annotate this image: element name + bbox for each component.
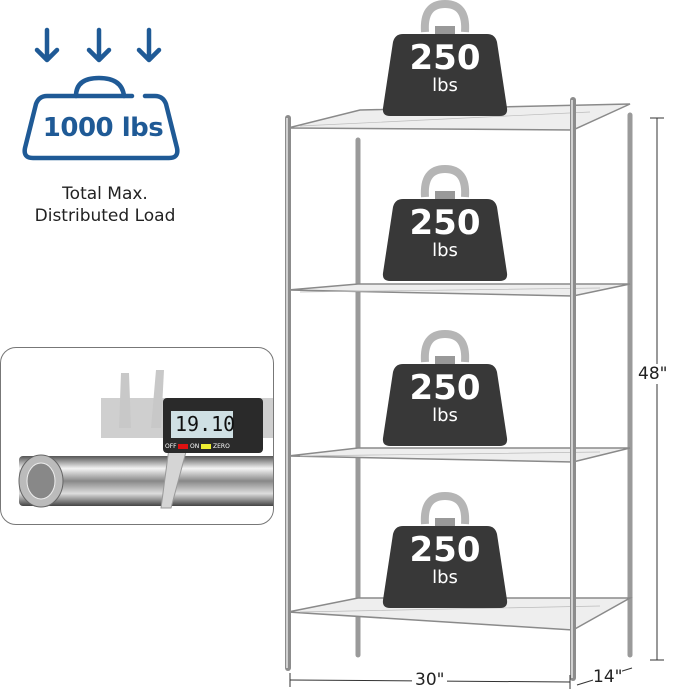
weight-1-icon: [382, 0, 508, 116]
width-dimension: 30": [412, 670, 448, 690]
load-caption-line2: Distributed Load: [34, 206, 176, 226]
weight-value: 250: [409, 38, 481, 78]
shelf-3: [287, 447, 631, 463]
weight-unit: lbs: [432, 567, 458, 588]
tube: [19, 456, 273, 506]
weight-value: 250: [409, 368, 481, 408]
weight-value: 250: [409, 203, 481, 243]
load-badge-icon: [22, 27, 180, 161]
load-caption-line1: Total Max.: [62, 184, 148, 204]
caliper-screen: [171, 411, 233, 438]
weight-4-icon: [382, 491, 508, 608]
shelf-4: [287, 597, 633, 631]
caliper-zero-label: ZERO: [213, 443, 230, 450]
height-dimension: 48": [638, 364, 668, 384]
shelf-1: [287, 103, 631, 131]
caliper-tube-illustration: [18, 370, 273, 509]
weight-3-icon: [382, 329, 508, 446]
weight-unit: lbs: [432, 240, 458, 261]
tube-caliper-inset: 19.10 OFF ON ZERO: [0, 347, 274, 525]
weight-unit: lbs: [432, 405, 458, 426]
load-capacity-value: 1000 lbs: [42, 113, 164, 143]
caliper-reading: 19.10: [175, 412, 236, 436]
weight-value: 250: [409, 530, 481, 570]
load-caption: Total Max. Distributed Load: [0, 183, 210, 227]
weight-2-icon: [382, 164, 508, 281]
weight-unit: lbs: [432, 75, 458, 96]
depth-dimension: 14": [593, 667, 623, 687]
caliper-off-label: OFF: [165, 443, 177, 450]
caliper-on-label: ON: [190, 443, 200, 450]
